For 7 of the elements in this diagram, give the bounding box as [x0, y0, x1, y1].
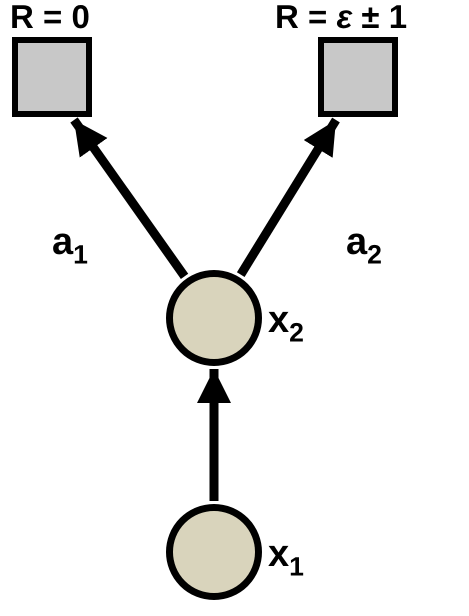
reward-label: R = 0 [10, 0, 90, 34]
state-label: x$_{1}$ [268, 534, 304, 584]
arrow [236, 118, 340, 277]
reward-label: R = ε ± 1 [275, 0, 408, 34]
arrow [197, 369, 231, 501]
arrow [70, 117, 188, 279]
state-label: x$_{2}$ [268, 300, 304, 350]
